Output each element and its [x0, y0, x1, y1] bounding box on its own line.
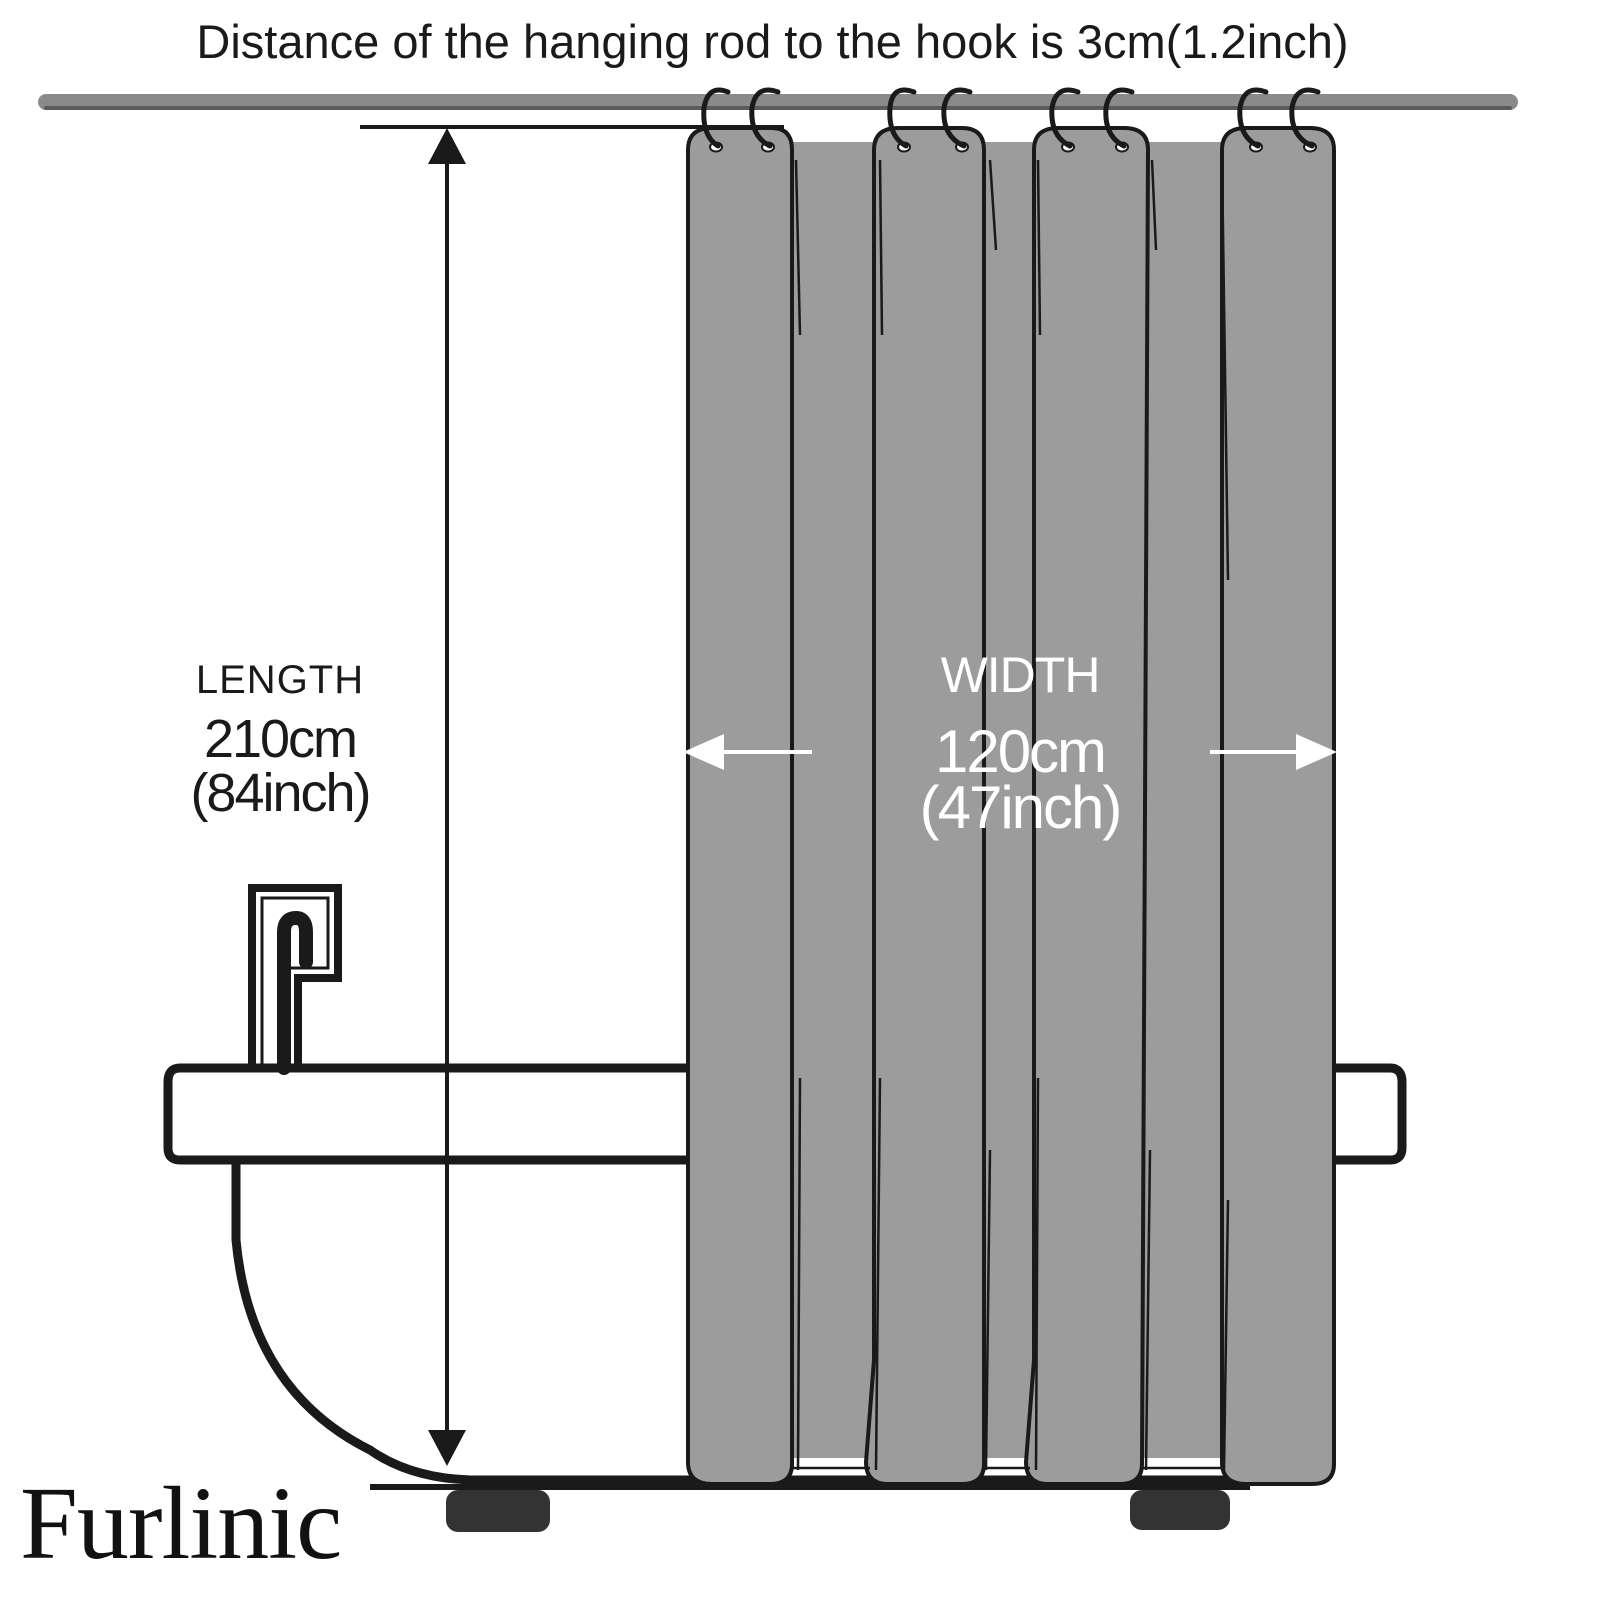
caption-text: Distance of the hanging rod to the hook …: [196, 15, 1349, 68]
length-title: LENGTH: [195, 658, 365, 702]
width-cm-value: 120cm: [934, 718, 1107, 785]
width-double-arrow-icon: [683, 734, 1337, 770]
bathtub-rim-left: [163, 1063, 690, 1165]
rod-hook-distance-caption: Distance of the hanging rod to the hook …: [0, 18, 1601, 65]
length-double-arrow-icon: [428, 128, 466, 1466]
width-title: WIDTH: [940, 647, 1101, 703]
bathtub-foot-left: [446, 1490, 550, 1532]
bathtub-rim-right: [1310, 1063, 1407, 1165]
curtain-panel-3: [1023, 126, 1151, 1486]
brand-logo: Furlinic: [20, 1466, 342, 1581]
bathtub-foot-right: [1130, 1490, 1230, 1530]
curtain-ring-icon: [1049, 87, 1081, 149]
curtain-panel-1: [686, 126, 794, 1486]
curtain-ring-icon: [1237, 87, 1269, 149]
faucet-icon: [248, 884, 342, 1075]
curtain-ring-icon: [749, 87, 781, 149]
width-inch-value: (47inch): [919, 774, 1123, 841]
shower-curtain: [686, 126, 1336, 1486]
curtain-fold-lines: [792, 159, 1230, 1471]
length-inch-value: (84inch): [190, 763, 371, 823]
curtain-top-band: [690, 142, 1330, 152]
curtain-ring-icon: [941, 87, 973, 149]
curtain-ring-icon: [1289, 87, 1321, 149]
curtain-ring-icon: [1103, 87, 1135, 149]
curtain-ring-icon: [701, 87, 731, 149]
bathtub-body: [231, 1160, 1260, 1485]
curtain-rings: [701, 87, 1321, 149]
length-cm-value: 210cm: [203, 709, 358, 769]
curtain-panel-4: [1220, 126, 1336, 1486]
curtain-ring-icon: [887, 87, 917, 149]
